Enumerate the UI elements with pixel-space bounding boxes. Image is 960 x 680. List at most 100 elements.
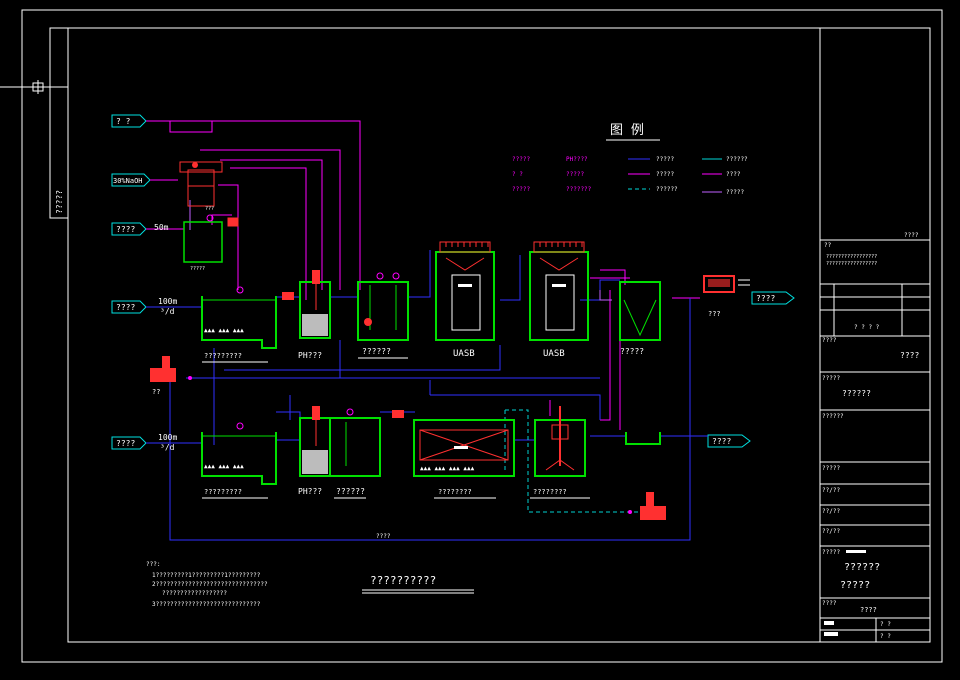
flow2-a: 100m	[158, 433, 177, 442]
legend-title: 图 例	[610, 123, 644, 138]
reaction-tank-1: ??????	[357, 272, 409, 359]
row1-mid-label: ??????	[362, 347, 391, 356]
equalization-tank-2: ▲▲▲ ▲▲▲ ▲▲▲ ?????????	[201, 422, 277, 499]
legend-item-8: ?????	[512, 186, 530, 193]
legend-item-6: ?????	[656, 171, 674, 178]
feed-pump: ??	[150, 356, 192, 396]
bottom-pipe-label: ????	[376, 533, 391, 540]
tb-date-label: ? ?	[880, 621, 891, 628]
legend-item-2: ?????	[656, 156, 674, 163]
row1-ph-label: PH???	[298, 351, 322, 360]
title-block: ???? ?? ????????????????? ??????????????…	[820, 232, 930, 642]
tb-row5: ??????	[842, 389, 871, 398]
svg-text:?????????????????: ?????????????????	[826, 261, 877, 267]
inner-border	[67, 27, 931, 643]
tb-project1: ??????	[844, 562, 880, 573]
output-tag-2-label: ????	[712, 437, 731, 446]
legend-item-11: ?????	[726, 189, 744, 196]
input-tag-dose: ????	[111, 222, 147, 236]
outer-border	[21, 9, 943, 663]
tb-scale-label: ? ?	[880, 633, 891, 640]
legend-item-7: ????	[726, 171, 741, 178]
row2-mid-label: ??????	[336, 487, 365, 496]
input-tag-inlet2-label: ????	[116, 439, 135, 448]
input-tag-inlet1: ????	[111, 300, 147, 314]
legend: 图 例 ????? PH???? ????? ?????? ? ? ????? …	[512, 123, 748, 196]
row1-uasb2-label: UASB	[543, 349, 565, 359]
output-tag-2: ????	[707, 434, 751, 448]
svg-text:▲▲▲ ▲▲▲ ▲▲▲: ▲▲▲ ▲▲▲ ▲▲▲	[204, 463, 244, 470]
tb-row2: ????	[822, 337, 837, 344]
svg-text:? ? ? ?: ? ? ? ?	[854, 324, 880, 331]
row1-settle-label: ?????	[620, 347, 644, 356]
input-tag-top-label: ? ?	[116, 117, 131, 126]
tb-row11: ??/??	[822, 528, 840, 535]
svg-text:▲▲▲ ▲▲▲ ▲▲▲ ▲▲▲: ▲▲▲ ▲▲▲ ▲▲▲ ▲▲▲	[420, 465, 475, 472]
input-tag-naoh: 30%NaOH	[111, 173, 151, 187]
legend-item-4: ? ?	[512, 171, 523, 178]
tb-row12: ?????	[822, 549, 840, 556]
input-tag-inlet2: ????	[111, 436, 147, 450]
alt-pipes	[189, 200, 612, 301]
tb-row1: ??	[824, 242, 832, 249]
tb-row6: ??????	[822, 413, 844, 420]
uasb-reactor-2: UASB	[529, 241, 589, 359]
drawing-title: ??????????	[370, 574, 436, 587]
legend-item-0: ?????	[512, 156, 530, 163]
tb-drawn: ????	[860, 606, 877, 614]
flow2-b: ³/d	[160, 443, 175, 452]
notes-heading: ???:	[146, 561, 160, 568]
flow1-b: ³/d	[160, 307, 175, 316]
tb-row4: ?????	[822, 375, 840, 382]
filter-unit: ???	[703, 275, 750, 318]
legend-item-10: ??????	[656, 186, 678, 193]
settling-tank-1: ?????	[619, 281, 661, 356]
reaction-tank-2: ??????	[329, 408, 381, 499]
notes: ???: 1?????????1?????????1????????? 2???…	[146, 561, 268, 608]
svg-text:▲▲▲ ▲▲▲ ▲▲▲: ▲▲▲ ▲▲▲ ▲▲▲	[204, 327, 244, 334]
tb-row3: ????	[900, 351, 919, 360]
uasb-reactor-1: UASB	[435, 241, 495, 359]
ph-tank-1: PH???	[298, 270, 331, 360]
side-tag-text: ?????	[55, 190, 64, 214]
svg-text:?????????????????: ?????????????????	[826, 254, 877, 260]
notes-line4: 3?????????????????????????????	[152, 601, 261, 608]
legend-item-9: ???????	[566, 186, 592, 193]
bio-tank: ▲▲▲ ▲▲▲ ▲▲▲ ▲▲▲ ????????	[413, 419, 515, 499]
sludge-pump	[628, 492, 666, 520]
effluent-channel	[625, 432, 661, 445]
svg-text:???: ???	[205, 206, 214, 212]
side-tag-box	[49, 27, 69, 219]
input-tag-dose-label: ????	[116, 225, 135, 234]
naoh-tank: ???	[179, 161, 223, 212]
notes-line1: 1?????????1?????????1?????????	[152, 572, 261, 579]
equalization-tank-1: ▲▲▲ ▲▲▲ ▲▲▲ ?????????	[201, 286, 277, 363]
pump-left-label: ??	[152, 388, 160, 396]
row1-uasb1-label: UASB	[453, 349, 475, 359]
tb-row8: ????	[822, 600, 837, 607]
legend-item-5: ?????	[566, 171, 584, 178]
settling-tank-2: ????????	[530, 406, 590, 499]
pump-row2-a	[392, 410, 404, 418]
legend-item-1: PH????	[566, 156, 588, 163]
side-crosshair-box	[32, 82, 44, 92]
main-pipes	[146, 250, 708, 541]
row2-bio-label: ????????	[438, 488, 472, 496]
output-tag-1-label: ????	[756, 294, 775, 303]
output-tag-1: ????	[751, 291, 795, 305]
row1-filter-label: ???	[708, 310, 721, 318]
dose-tank: 50m ?????	[154, 214, 239, 272]
row2-ph-label: PH???	[298, 487, 322, 496]
tank-volume-label: 50m	[154, 223, 169, 232]
notes-line2: 2???????????????????????????????	[152, 581, 268, 588]
pump-row1-a	[282, 292, 294, 300]
dosing-pipes	[146, 120, 700, 430]
small-tank-caption: ?????	[190, 266, 205, 272]
row2-settle-label: ????????	[533, 488, 567, 496]
notes-line3: ??????????????????	[162, 590, 227, 597]
tb-row9: ??/??	[822, 487, 840, 494]
tb-code: ????	[904, 232, 919, 239]
legend-item-3: ??????	[726, 156, 748, 163]
input-tag-naoh-label: 30%NaOH	[113, 177, 143, 185]
